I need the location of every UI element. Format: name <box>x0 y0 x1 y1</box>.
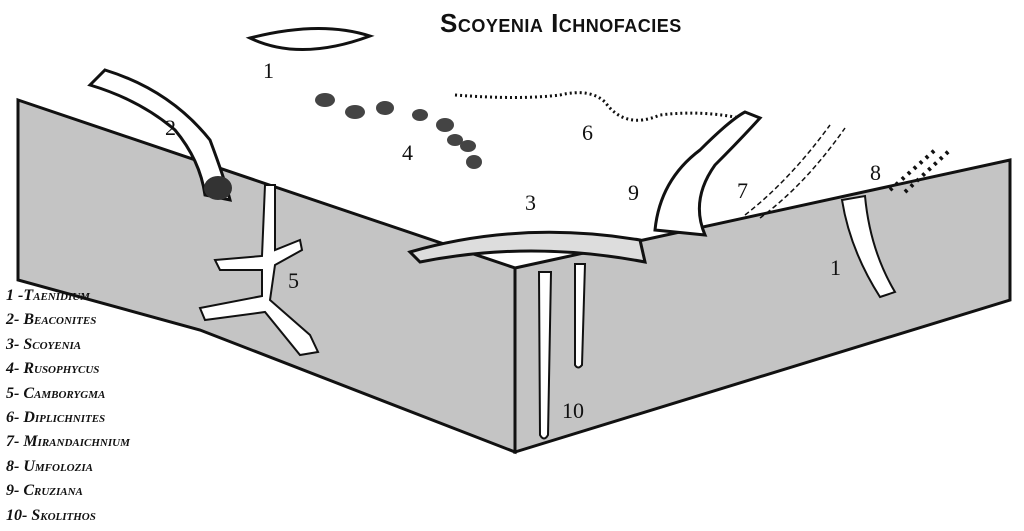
label-7: 7 <box>737 178 748 203</box>
beaconites-end <box>204 176 232 200</box>
legend-item: 5- Camborygma <box>6 384 106 402</box>
legend-item: 6- Diplichnites <box>6 409 106 427</box>
legend-item: 10- Skolithos <box>6 506 96 524</box>
legend-item: 4- Rusophycus <box>6 360 100 378</box>
diagram-title: Scoyenia Ichnofacies <box>440 8 682 38</box>
top-surface <box>18 0 1024 268</box>
label-4: 4 <box>402 140 413 165</box>
legend-item: 7- Mirandaichnium <box>6 433 130 451</box>
legend-item: 2- Beaconites <box>6 311 97 329</box>
skolithos-tube-1 <box>537 271 553 440</box>
skolithos-tube-2 <box>574 263 587 369</box>
label-3: 3 <box>525 190 536 215</box>
label-6: 6 <box>582 120 593 145</box>
label-8: 8 <box>870 160 881 185</box>
diplichnites-trackway <box>454 91 741 122</box>
label-10: 10 <box>562 398 584 423</box>
label-2: 2 <box>165 115 176 140</box>
label-1-side: 1 <box>830 255 841 280</box>
legend-item: 3- Scoyenia <box>6 335 82 353</box>
mirandaichnium-trackway <box>744 124 846 219</box>
side-face <box>513 158 1012 455</box>
label-5: 5 <box>288 268 299 293</box>
label-1-top: 1 <box>263 58 274 83</box>
rusophycus-traces <box>315 93 482 169</box>
camborygma-burrow <box>198 184 320 357</box>
umfolozia-trackway <box>888 148 952 194</box>
scoyenia-burrow <box>407 230 647 264</box>
taenidium-burrow-side <box>840 194 897 299</box>
cruziana-trail <box>653 110 763 237</box>
legend-item: 8- Umfolozia <box>6 457 93 475</box>
taenidium-burrow-top <box>245 27 375 51</box>
label-9: 9 <box>628 180 639 205</box>
legend: 1 -Taenidium 2- Beaconites 3- Scoyenia 4… <box>6 284 130 528</box>
legend-item: 1 -Taenidium <box>6 287 90 304</box>
legend-item: 9- Cruziana <box>6 482 83 500</box>
